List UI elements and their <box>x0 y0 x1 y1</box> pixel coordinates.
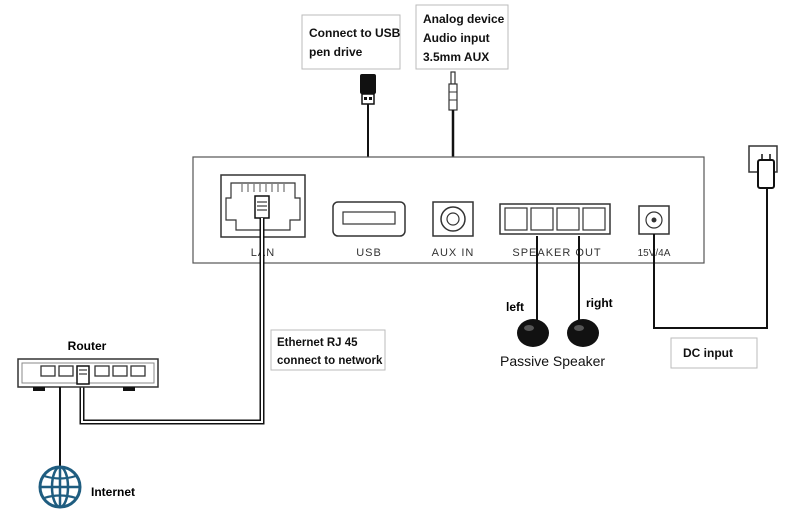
dc-input-label: DC input <box>683 346 733 360</box>
right-speaker-label: right <box>586 296 613 310</box>
aux-plug-top-icon <box>448 71 458 111</box>
aux-callout-line-3: 3.5mm AUX <box>423 50 489 64</box>
internet-label: Internet <box>91 485 135 499</box>
ethernet-callout-line-1: Ethernet RJ 45 <box>277 337 358 349</box>
ethernet-callout: Ethernet RJ 45 connect to network <box>270 329 386 371</box>
router-label: Router <box>68 339 107 353</box>
dc-power-jack <box>638 205 670 235</box>
wall-outlet-icon <box>748 145 778 189</box>
usb-callout: Connect to USB pen drive <box>301 14 401 70</box>
usb-port <box>332 201 406 237</box>
usb-port-label: USB <box>356 247 382 259</box>
left-speaker-label: left <box>506 300 524 314</box>
speaker-out-label: SPEAKER OUT <box>512 247 601 259</box>
router-icon <box>17 358 159 391</box>
aux-callout: Analog device Audio input 3.5mm AUX <box>415 4 509 70</box>
usb-callout-line-2: pen drive <box>309 45 363 59</box>
left-speaker-icon <box>517 319 549 347</box>
right-speaker-icon <box>567 319 599 347</box>
passive-speaker-caption: Passive Speaker <box>500 353 605 369</box>
aux-callout-line-2: Audio input <box>423 31 490 45</box>
rj45-plug-icon <box>254 195 270 219</box>
dc-input-callout: DC input <box>670 337 758 369</box>
dc-cable <box>653 188 768 329</box>
ethernet-callout-line-2: connect to network <box>277 355 383 367</box>
speaker-out-terminal <box>499 203 611 235</box>
lan-port <box>220 174 306 238</box>
aux-in-port-label: AUX IN <box>432 247 475 259</box>
globe-icon <box>38 465 82 509</box>
aux-in-port <box>432 201 474 237</box>
usb-pen-drive-icon <box>360 74 376 105</box>
usb-callout-line-1: Connect to USB <box>309 26 401 40</box>
aux-callout-line-1: Analog device <box>423 12 505 26</box>
